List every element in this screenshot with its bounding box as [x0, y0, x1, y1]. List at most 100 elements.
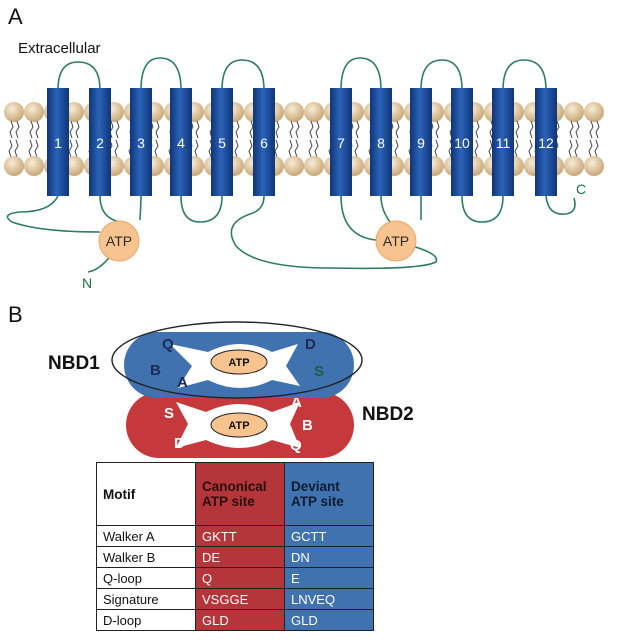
lipid-head: [24, 156, 44, 176]
helix-12: 12: [535, 88, 557, 196]
helix-4: 4: [170, 88, 192, 196]
lipid-tail: [288, 120, 294, 158]
nbd1-atp-ellipse: [210, 349, 268, 375]
lipid-tail: [8, 120, 14, 158]
lipid-head: [304, 102, 324, 122]
n-terminal-tail: [6, 195, 113, 273]
loop-4-5: [180, 195, 223, 223]
deviant-seq: GCTT: [284, 525, 374, 547]
nbd2-atp-label: ATP: [228, 420, 249, 432]
helix-number: 2: [96, 135, 104, 151]
motif-name: Signature: [96, 588, 196, 610]
atp-label: ATP: [106, 233, 132, 249]
peptide-chain: [6, 57, 576, 273]
motif-name: Walker A: [96, 525, 196, 547]
linker-6-7: [230, 195, 438, 270]
lipid-head: [564, 102, 584, 122]
lipid-tail: [34, 120, 40, 158]
lipid-tail: [354, 120, 360, 158]
helix-number: 9: [417, 135, 425, 151]
lipid-head: [284, 102, 304, 122]
helix-cylinder: [253, 88, 275, 196]
lipid-head: [4, 156, 24, 176]
helix-number: 4: [177, 135, 185, 151]
helix-number: 12: [538, 135, 554, 151]
table-row: Q-loop Q E: [96, 567, 374, 589]
loop-atp-3: [139, 195, 142, 221]
loop-3-4: [140, 57, 182, 91]
loop-1-2: [57, 61, 101, 91]
deviant-seq: LNVEQ: [284, 588, 374, 610]
helix-9: 9: [410, 88, 432, 196]
nbd2-label: NBD2: [362, 404, 414, 425]
lipid-head: [4, 102, 24, 122]
canonical-seq: VSGGE: [195, 588, 285, 610]
extracellular-label: Extracellular: [18, 40, 101, 57]
lipid-tail: [514, 120, 520, 158]
lipid-tail: [574, 120, 580, 158]
lipid-tail: [74, 120, 80, 158]
loop-10-11: [461, 195, 504, 223]
deviant-seq: E: [284, 567, 374, 589]
lipid-tail: [528, 120, 534, 158]
helix-cylinder: [130, 88, 152, 196]
nbd-dimer: ATP S D A B Q ATP Q B A D S: [111, 321, 363, 458]
helix-cylinder: [89, 88, 111, 196]
loop-8-atp: [380, 195, 391, 223]
helix-cylinder: [370, 88, 392, 196]
lipid-head: [584, 102, 604, 122]
lipid-tail: [434, 120, 440, 158]
lipid-tail: [308, 120, 314, 158]
header-motif: Motif: [96, 462, 196, 526]
lipid-tail: [28, 120, 34, 158]
lipid-head: [584, 156, 604, 176]
helix-cylinder: [535, 88, 557, 196]
helix-number: 5: [218, 135, 226, 151]
nbd1-atp-label: ATP: [228, 357, 249, 369]
helix-2: 2: [89, 88, 111, 196]
helix-number: 6: [260, 135, 268, 151]
nbd1-outline: [111, 321, 363, 399]
lipid-tail: [154, 120, 160, 158]
helix-number: 1: [54, 135, 62, 151]
lipid-tail: [314, 120, 320, 158]
lipid-head: [284, 156, 304, 176]
deviant-seq: DN: [284, 546, 374, 568]
motif-table: Motif Canonical ATP site Deviant ATP sit…: [96, 462, 374, 631]
lipid-tail: [194, 120, 200, 158]
loop-11-12: [502, 59, 547, 91]
helix-number: 10: [454, 135, 470, 151]
helix-cylinder: [451, 88, 473, 196]
lipid-tail: [248, 120, 254, 158]
helix-cylinder: [211, 88, 233, 196]
helix-11: 11: [492, 88, 514, 196]
canonical-seq: Q: [195, 567, 285, 589]
lipid-tail: [568, 120, 574, 158]
lipid-tail: [68, 120, 74, 158]
motif-name: D-loop: [96, 609, 196, 631]
loop-9-10: [420, 59, 463, 91]
header-deviant: Deviant ATP site: [284, 462, 374, 526]
lipid-head: [304, 156, 324, 176]
lipid-tail: [588, 120, 594, 158]
helix-cylinder: [492, 88, 514, 196]
helix-6: 6: [253, 88, 275, 196]
helix-number: 11: [496, 135, 511, 151]
nbd1-motif-b: B: [150, 362, 161, 379]
loop-5-6: [221, 59, 265, 91]
canonical-seq: DE: [195, 546, 285, 568]
c-terminal-tail: [545, 195, 576, 215]
canonical-seq: GLD: [195, 609, 285, 631]
loop-7-8: [340, 57, 382, 91]
helix-cylinder: [330, 88, 352, 196]
lipid-tail: [114, 120, 120, 158]
motif-name: Walker B: [96, 546, 196, 568]
helix-5: 5: [211, 88, 233, 196]
helix-cylinder: [47, 88, 69, 196]
lipid-tail: [394, 120, 400, 158]
table-row: Walker B DE DN: [96, 546, 374, 568]
deviant-seq: GLD: [284, 609, 374, 631]
nbd2-motif-s: S: [164, 405, 174, 422]
nbd2-motif-d: D: [174, 435, 185, 452]
